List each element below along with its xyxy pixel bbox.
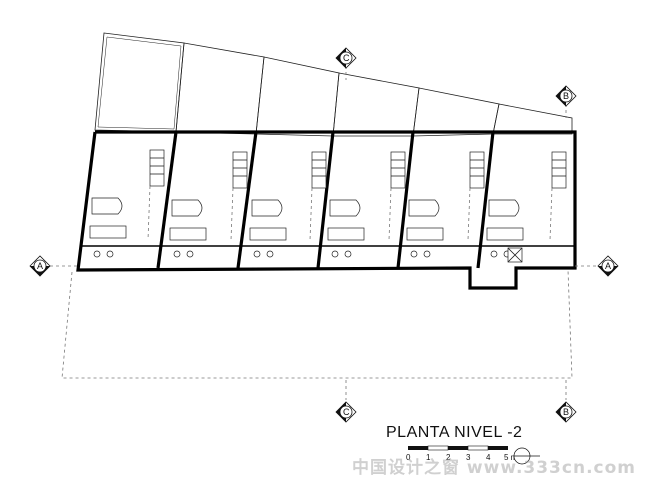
unit-interiors (89, 149, 567, 263)
marker-b-top-label: B (563, 91, 569, 101)
marker-c-top: C (335, 47, 357, 69)
unit-1 (89, 149, 165, 258)
marker-b-top: B (555, 85, 577, 107)
upper-terraces (94, 32, 573, 137)
scale-label-2: 2 (446, 453, 451, 462)
plan-title: PLANTA NIVEL -2 (386, 424, 523, 441)
marker-b-bottom-label: B (563, 407, 569, 417)
scale-bar: 0 1 2 3 4 5 m (406, 445, 518, 462)
unit-4 (327, 151, 406, 258)
marker-a-right-label: A (605, 261, 611, 271)
marker-a-left: A (29, 255, 51, 277)
north-arrow-icon (513, 447, 540, 465)
building-walls (76, 130, 577, 290)
unit-2 (169, 151, 248, 258)
marker-c-top-label: C (343, 53, 350, 63)
scale-label-1: 1 (426, 453, 431, 462)
marker-a-left-label: A (37, 261, 43, 271)
lower-outline (61, 269, 573, 379)
marker-c-bottom-label: C (343, 407, 350, 417)
unit-5 (406, 151, 485, 258)
watermark: 中国设计之窗 www.333cn.com (352, 458, 636, 478)
marker-a-right: A (597, 255, 619, 277)
scale-label-3: 3 (466, 453, 471, 462)
scale-label-5: 5 m (504, 453, 518, 462)
scale-label-4: 4 (486, 453, 491, 462)
unit-3 (249, 151, 327, 258)
scale-label-0: 0 (406, 453, 411, 462)
marker-c-bottom: C (335, 401, 357, 423)
unit-6 (486, 151, 567, 263)
marker-b-bottom: B (555, 401, 577, 423)
